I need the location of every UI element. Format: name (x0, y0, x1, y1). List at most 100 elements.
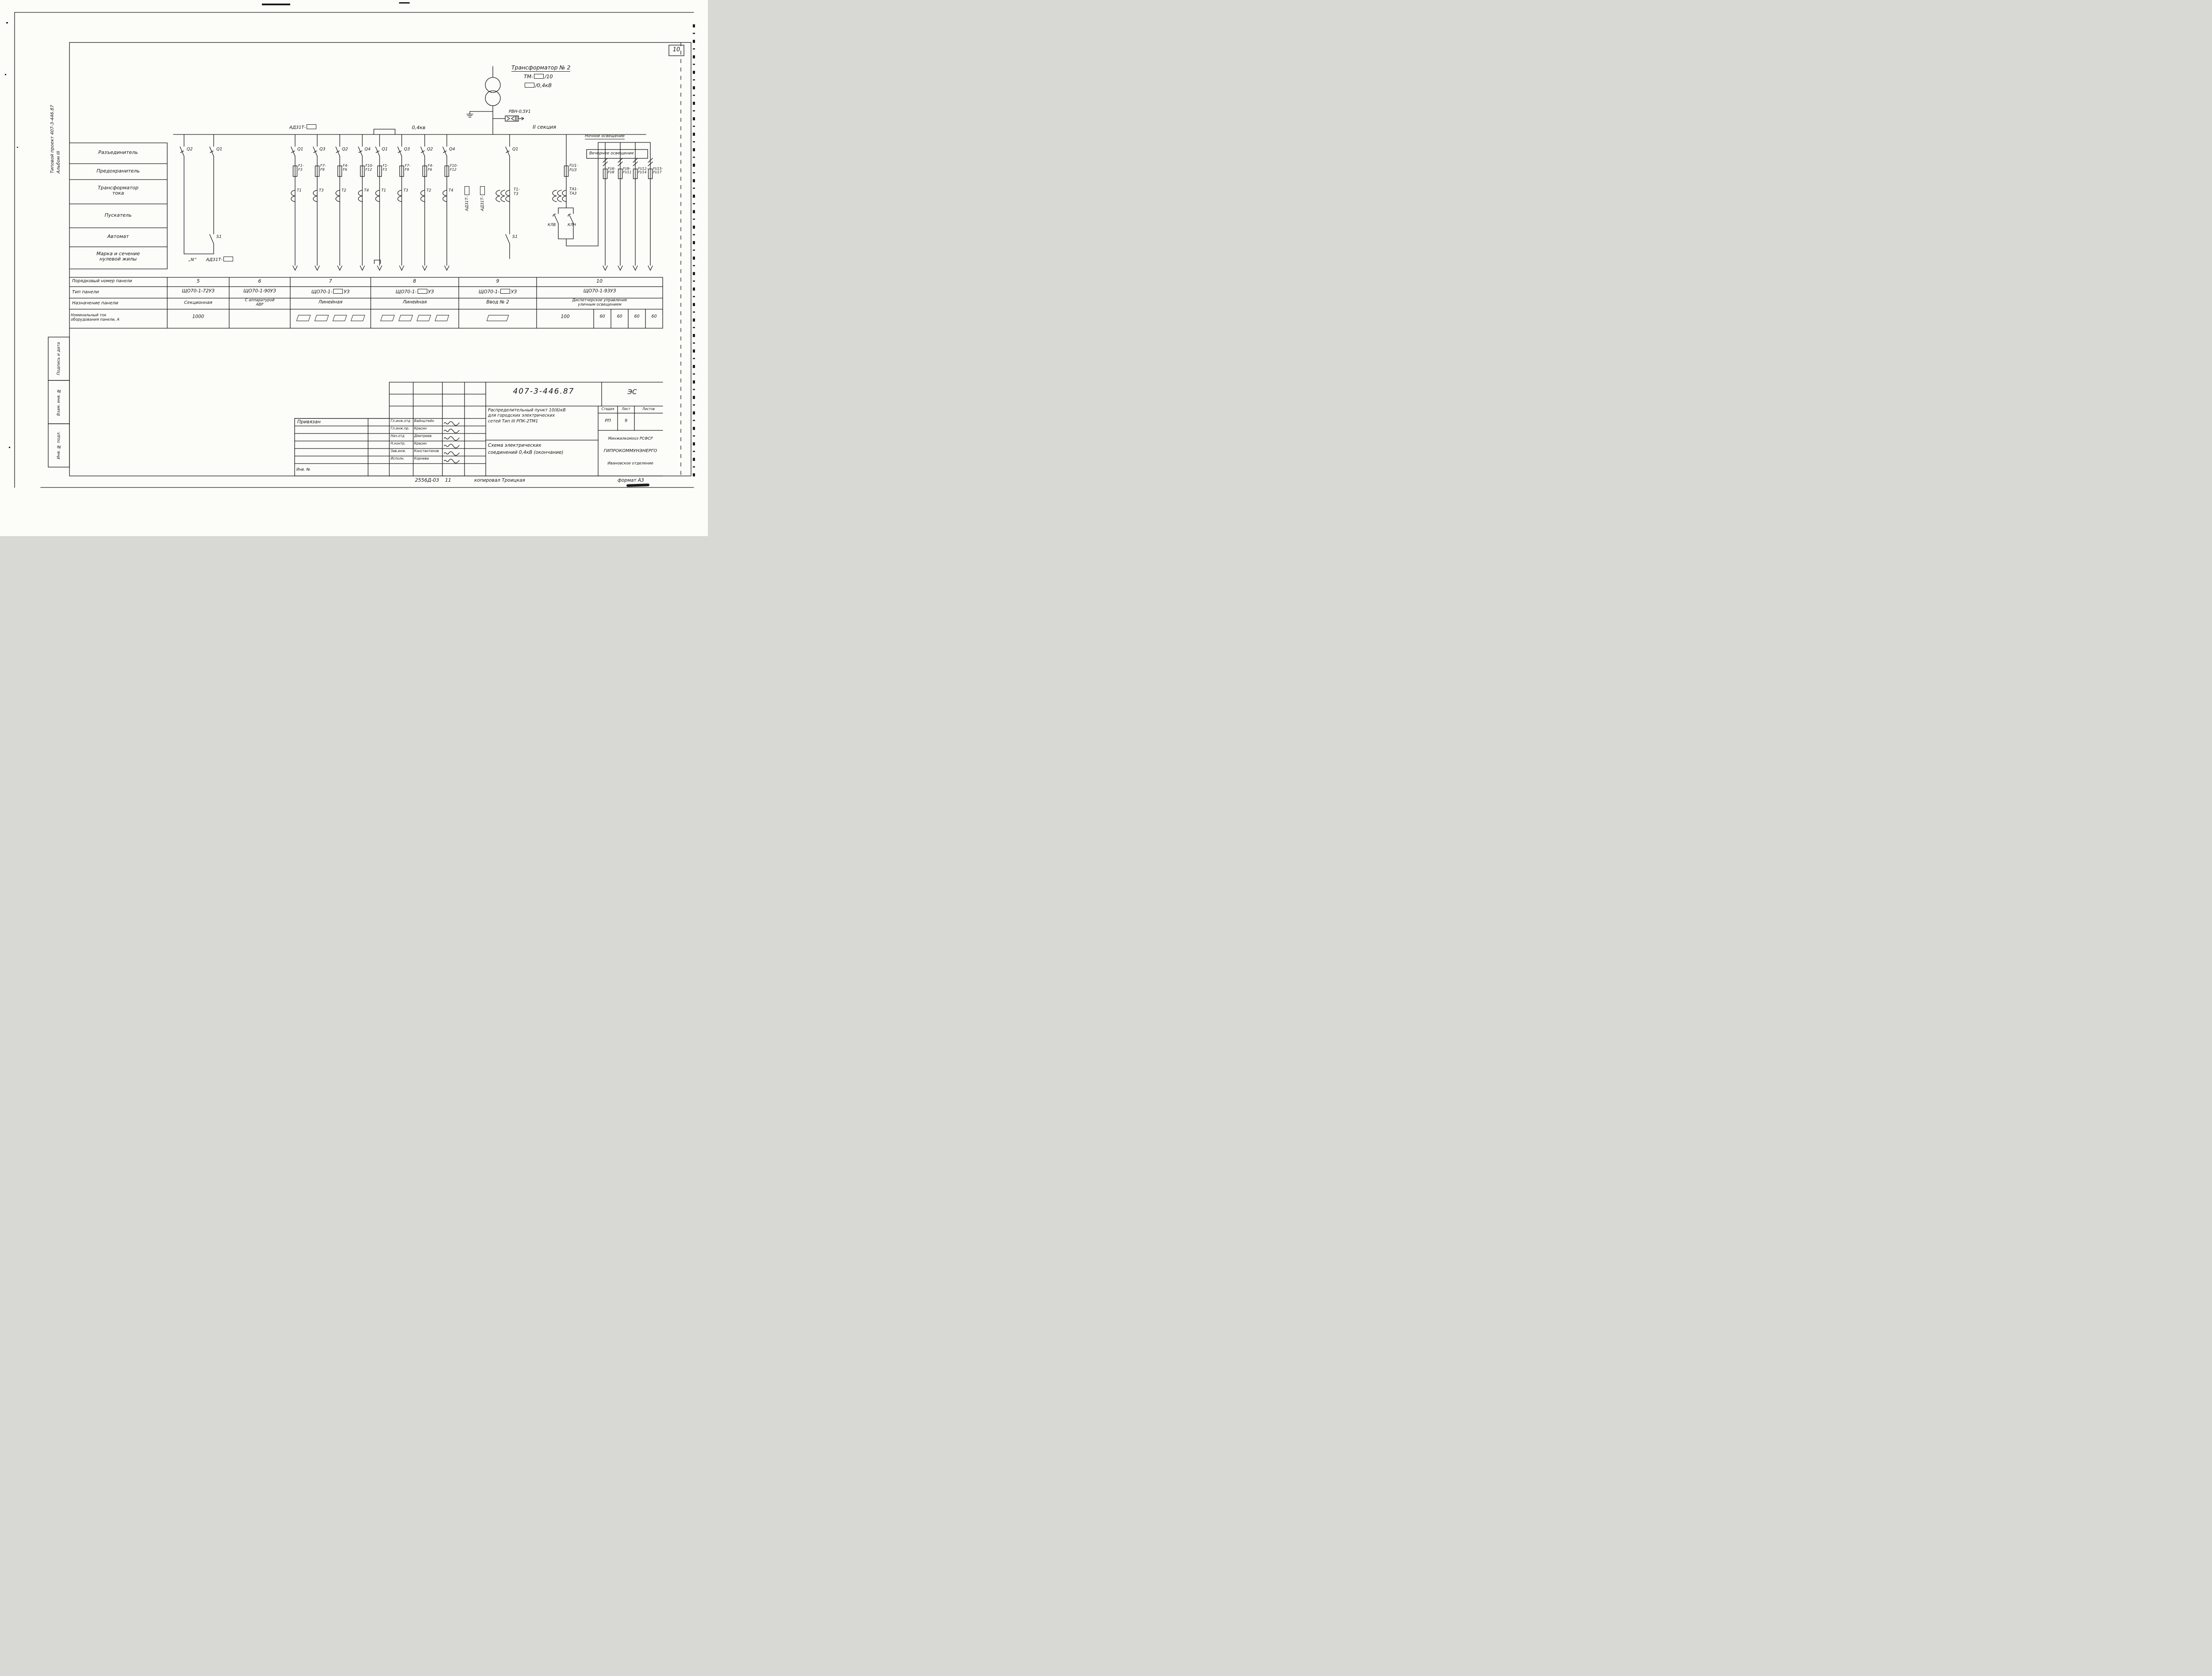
project-code: Типовой проект 407-3-446.87 (50, 105, 55, 173)
panel-number: 8 (413, 278, 416, 284)
transformer-title: Трансформатор № 2 (511, 64, 571, 72)
panel-current: 1000 (192, 314, 204, 319)
row-label-ct: Трансформатор тока (98, 185, 138, 196)
fuse-symbol (618, 169, 623, 179)
speck (5, 74, 6, 75)
ad31t-prefix: АД31Т- (465, 196, 469, 211)
vvod-ad31t-label-1: АД31Т- (464, 182, 471, 214)
transformer-voltage: /0,4кВ (524, 83, 552, 88)
wire (375, 190, 380, 202)
sig-role: Нач.отд (391, 434, 405, 438)
current-blank-boxes (292, 315, 369, 321)
tm-prefix: ТМ- (524, 73, 534, 80)
kv-suffix: /0,4кВ (535, 82, 552, 88)
g1-cts-3: T4 (364, 188, 369, 193)
table-grid (69, 142, 663, 329)
wire (358, 190, 363, 202)
wire (444, 429, 460, 433)
wire (444, 421, 460, 426)
fuse-symbol (360, 165, 365, 177)
sig-role: Гл.инж.пр. (391, 426, 410, 430)
inventory-label: Инв. № (296, 468, 311, 472)
margin-box-inv-orig: Инв. № подл. (57, 431, 61, 460)
doc-suffix: ЭС (627, 388, 637, 396)
wire (444, 436, 460, 441)
table-label-number: Порядковый номер панели (72, 279, 132, 284)
sec-s-switch: S1 (216, 234, 222, 239)
wire (648, 161, 653, 166)
table-label-type: Тип панели (72, 290, 99, 295)
current-blank-boxes (373, 315, 457, 321)
panel-type: ЩО70-1-72УЗ (182, 288, 215, 294)
ad31t-prefix: АД31Т- (480, 196, 485, 211)
row-label-starter: Пускатель (104, 212, 132, 218)
wire (315, 265, 320, 271)
type-suffix: УЗ (511, 289, 517, 295)
fuse-symbol (633, 169, 638, 179)
vvod-s-switch: S1 (512, 234, 518, 239)
g2-cts-1: T3 (403, 188, 408, 193)
panel-number: 10 (596, 278, 603, 284)
blank-parallelogram (332, 315, 347, 321)
doc-number: 407-3-446.87 (513, 387, 575, 396)
blank-parallelogram (434, 315, 449, 321)
wire (337, 265, 342, 271)
row-label-fuse: Предохранитель (96, 168, 140, 174)
g2-fuses-3: F10- F12 (450, 164, 458, 172)
panel-type: ЩО70-1-УЗ (290, 289, 371, 295)
margin-project-note: Типовой проект 407-3-446.87 Альбом III (49, 41, 62, 173)
blank-parallelogram (416, 315, 431, 321)
wire (397, 190, 402, 202)
wire (398, 150, 402, 153)
bus-section-label: II секция (533, 124, 557, 130)
schematic-lines (14, 12, 694, 488)
blank-box (223, 257, 233, 261)
table-label-purpose: Назначение панели (72, 301, 119, 306)
panel-purpose: Секционная (184, 300, 212, 305)
sig-name: Дмитриев (414, 434, 432, 438)
panel-purpose: Линейная (403, 299, 427, 305)
row-label-neutral-wire: Марка и сечение нулевой жилы (96, 251, 140, 262)
bus-voltage-label: 0,4кв (412, 125, 426, 130)
wire (335, 190, 340, 202)
blank-parallelogram (350, 315, 365, 321)
org-line-2: ГИПРОКОММУНЭНЕРГО (603, 449, 657, 453)
g1-switches-2: Q2 (342, 147, 348, 152)
torn-edge (693, 24, 695, 480)
panel-type: ЩО70-1-УЗ (371, 289, 459, 295)
margin-box-signature-date: Подпись и дата (57, 342, 61, 376)
speck (9, 447, 10, 448)
row-label-breaker: Автомат (107, 234, 129, 239)
night-lighting-label: Ночное освещение (585, 134, 625, 140)
sheet-number: 10 (672, 46, 680, 53)
g1-cts-2: T2 (342, 188, 346, 193)
table-label-current: Номинальный ток оборудования панели, А (71, 313, 119, 322)
sec-q-left: Q2 (187, 147, 193, 152)
panel-purpose: Линейная (318, 299, 343, 305)
panel-current: 60 (599, 314, 605, 319)
wire (313, 150, 317, 153)
project-description: Распределительный пункт 10(6)кВ для горо… (488, 408, 566, 424)
stage-value: РП (605, 418, 611, 423)
panel-number: 9 (496, 278, 499, 284)
wire (444, 444, 460, 449)
wire (291, 190, 296, 202)
wire (633, 265, 638, 271)
wire (603, 158, 608, 163)
dp-rfuses-1: FU9- FU11 (623, 167, 632, 175)
g1-fuses-0: F1- F3 (298, 164, 304, 172)
panel-type: ЩО70-1- УЗ (459, 289, 537, 295)
blank-box (525, 83, 534, 88)
fuse-symbol (422, 165, 427, 177)
sig-role: Исполн. (391, 456, 405, 460)
scan-mark (399, 2, 410, 4)
current-blank-box (459, 315, 537, 321)
vvod-q: Q1 (512, 147, 518, 152)
drawing-sheet: 10 Трансформатор № 2 ТМ-/10 /0,4кВ РВН-0… (0, 0, 708, 536)
type-prefix: ЩО70-1- (396, 289, 417, 295)
type-prefix: ЩО70-1- (478, 289, 500, 295)
titleblock-grid (294, 382, 663, 476)
wire (618, 265, 623, 271)
wire (444, 265, 449, 271)
speck (17, 147, 18, 148)
